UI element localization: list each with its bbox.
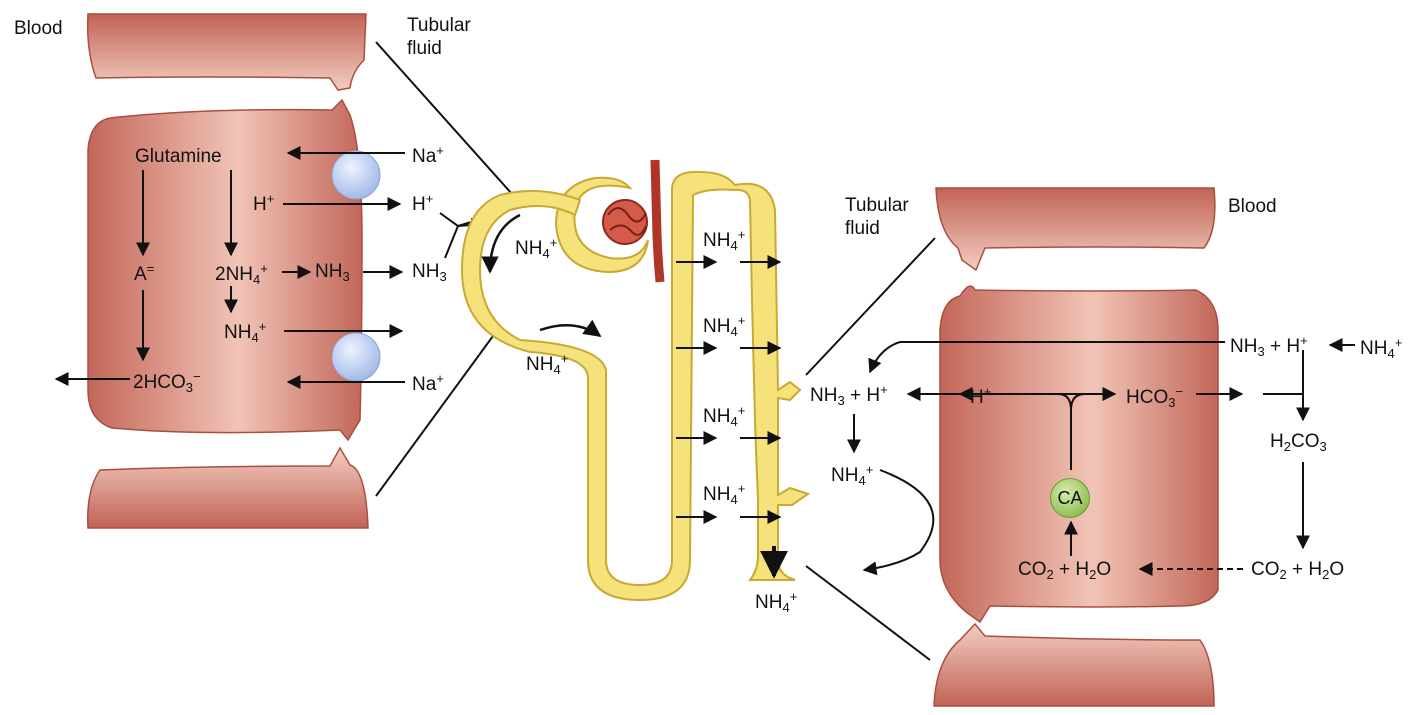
transporter-bubble-top [331,150,381,200]
nh3-lumen-label: NH3 [412,261,447,284]
h-lumen-label: H+ [412,191,434,215]
right-cell-arrows [847,338,1355,576]
right-tubular-cell [933,187,1219,707]
blood-label-left: Blood [14,18,63,39]
nh4-collecting-1: NH4+ [703,227,746,253]
tubular-fluid-label-left: Tubular fluid [407,15,471,59]
nh3-cell-label: NH3 [315,261,350,284]
na-bottom-label: Na+ [412,371,444,395]
nh4-blood-label: NH4+ [1360,335,1403,361]
transporter-bubble-bottom [331,332,381,382]
glomerulus [602,199,648,245]
nh3-h-blood-label: NH3 + H+ [1230,333,1308,359]
blood-label-right: Blood [1228,196,1277,217]
nephron-arrows [676,237,936,661]
na-top-label: Na+ [412,143,444,167]
nh4-exit-label: NH4+ [755,589,798,615]
h-cell-label: H+ [253,191,275,215]
nh4-proximal-label: NH4+ [515,235,558,261]
right-main-cell [939,285,1219,624]
left-lower-cell-slab [87,446,369,529]
h-cell-right-label: H+ [970,384,992,408]
co2-h2o-cell-label: CO2 + H2O [1018,559,1112,582]
left-tubular-cell [86,13,381,529]
left-upper-cell-slab [86,13,367,91]
afferent-vessel [650,159,665,283]
nh3-h-lumen-label: NH3 + H+ [810,382,888,408]
two-nh4-label: 2NH4+ [215,261,268,287]
co2-h2o-blood-label: CO2 + H2O [1251,559,1345,582]
anion-label: A= [134,261,155,285]
nh4-lumen-right-label: NH4+ [831,462,874,488]
tubular-fluid-label-right: Tubular fluid [845,195,909,239]
nh4-collecting-4: NH4+ [703,481,746,507]
nh4-collecting-3: NH4+ [703,403,746,429]
right-lower-cell-slab [933,622,1215,707]
right-upper-cell-slab [935,187,1216,272]
nh4-cell-label: NH4+ [224,319,267,345]
left-main-cell [87,98,363,442]
hco3-cell-label: HCO3− [1126,384,1184,410]
carbonic-anhydrase: CA [1050,478,1090,518]
nh4-loop-label: NH4+ [526,351,569,377]
left-cell-arrows [54,41,513,497]
glutamine-label: Glutamine [135,146,222,167]
two-hco3-label: 2HCO3− [133,369,201,395]
h2co3-label: H2CO3 [1270,431,1327,454]
nh4-collecting-2: NH4+ [703,313,746,339]
nephron [460,159,811,602]
